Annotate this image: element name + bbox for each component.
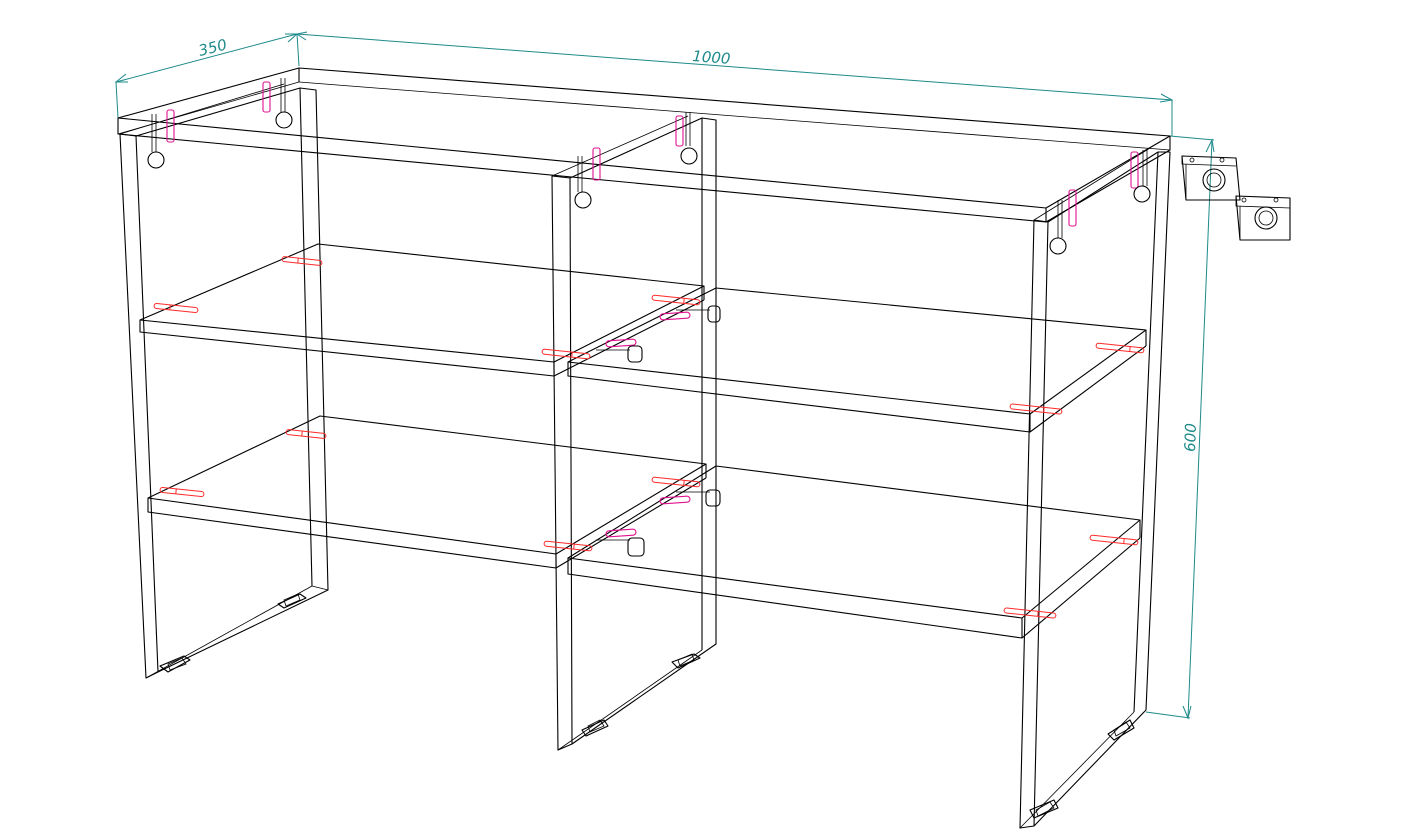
- dowel: [543, 540, 593, 552]
- dowel: [159, 486, 205, 498]
- dowel: [153, 302, 199, 314]
- dimension-height: 600: [1145, 135, 1215, 720]
- shelf-lower-left: [147, 415, 707, 569]
- depth-label: 350: [197, 35, 229, 59]
- dowel: [651, 476, 701, 488]
- bracket-detail: [1235, 195, 1291, 241]
- cam-connector: [680, 112, 698, 165]
- pin: [1130, 151, 1139, 189]
- cam-connector: [275, 78, 293, 129]
- pin: [675, 115, 684, 147]
- foot: [581, 719, 609, 737]
- pin: [659, 311, 691, 321]
- shelf-lower-right: [567, 465, 1141, 639]
- height-label: 600: [1181, 423, 1200, 452]
- cam-connectors: [147, 78, 1151, 557]
- foot: [671, 653, 701, 669]
- cam-connector: [147, 114, 165, 169]
- pin: [592, 147, 601, 181]
- shelf-upper-left: [139, 243, 705, 377]
- magenta-pins: [166, 81, 1139, 538]
- dowel: [285, 429, 327, 439]
- table-top: [117, 67, 1171, 223]
- shelf-upper-right: [567, 287, 1147, 433]
- shelf-dowels: [153, 256, 1145, 619]
- dowel: [1095, 342, 1145, 354]
- pin: [262, 81, 271, 113]
- right-side-panel: [1019, 147, 1171, 829]
- left-side-panel: [119, 83, 329, 679]
- dimension-width: 1000: [295, 31, 1174, 136]
- cam-connector: [1049, 200, 1067, 255]
- pin: [605, 338, 637, 348]
- pin: [659, 495, 691, 505]
- cam-connector: [676, 305, 721, 323]
- feet: [159, 593, 1135, 819]
- foot: [1029, 799, 1059, 819]
- dowel: [651, 294, 701, 306]
- pin: [166, 109, 175, 143]
- bracket-detail: [1181, 155, 1241, 201]
- foot: [1107, 719, 1135, 741]
- dowel: [1003, 607, 1057, 619]
- cam-connector: [1133, 150, 1151, 203]
- detail-brackets: [1181, 155, 1291, 241]
- dowel: [541, 348, 591, 360]
- cam-connector: [574, 156, 592, 209]
- dowel: [1089, 534, 1139, 546]
- cam-connector: [596, 345, 643, 363]
- width-label: 1000: [692, 47, 731, 68]
- cam-connector: [676, 489, 721, 507]
- cam-connector: [596, 537, 645, 557]
- dowel: [1009, 403, 1063, 415]
- pin: [605, 528, 637, 538]
- foot: [159, 655, 191, 673]
- pin: [1068, 189, 1077, 227]
- dowel: [281, 256, 323, 266]
- foot: [277, 593, 307, 609]
